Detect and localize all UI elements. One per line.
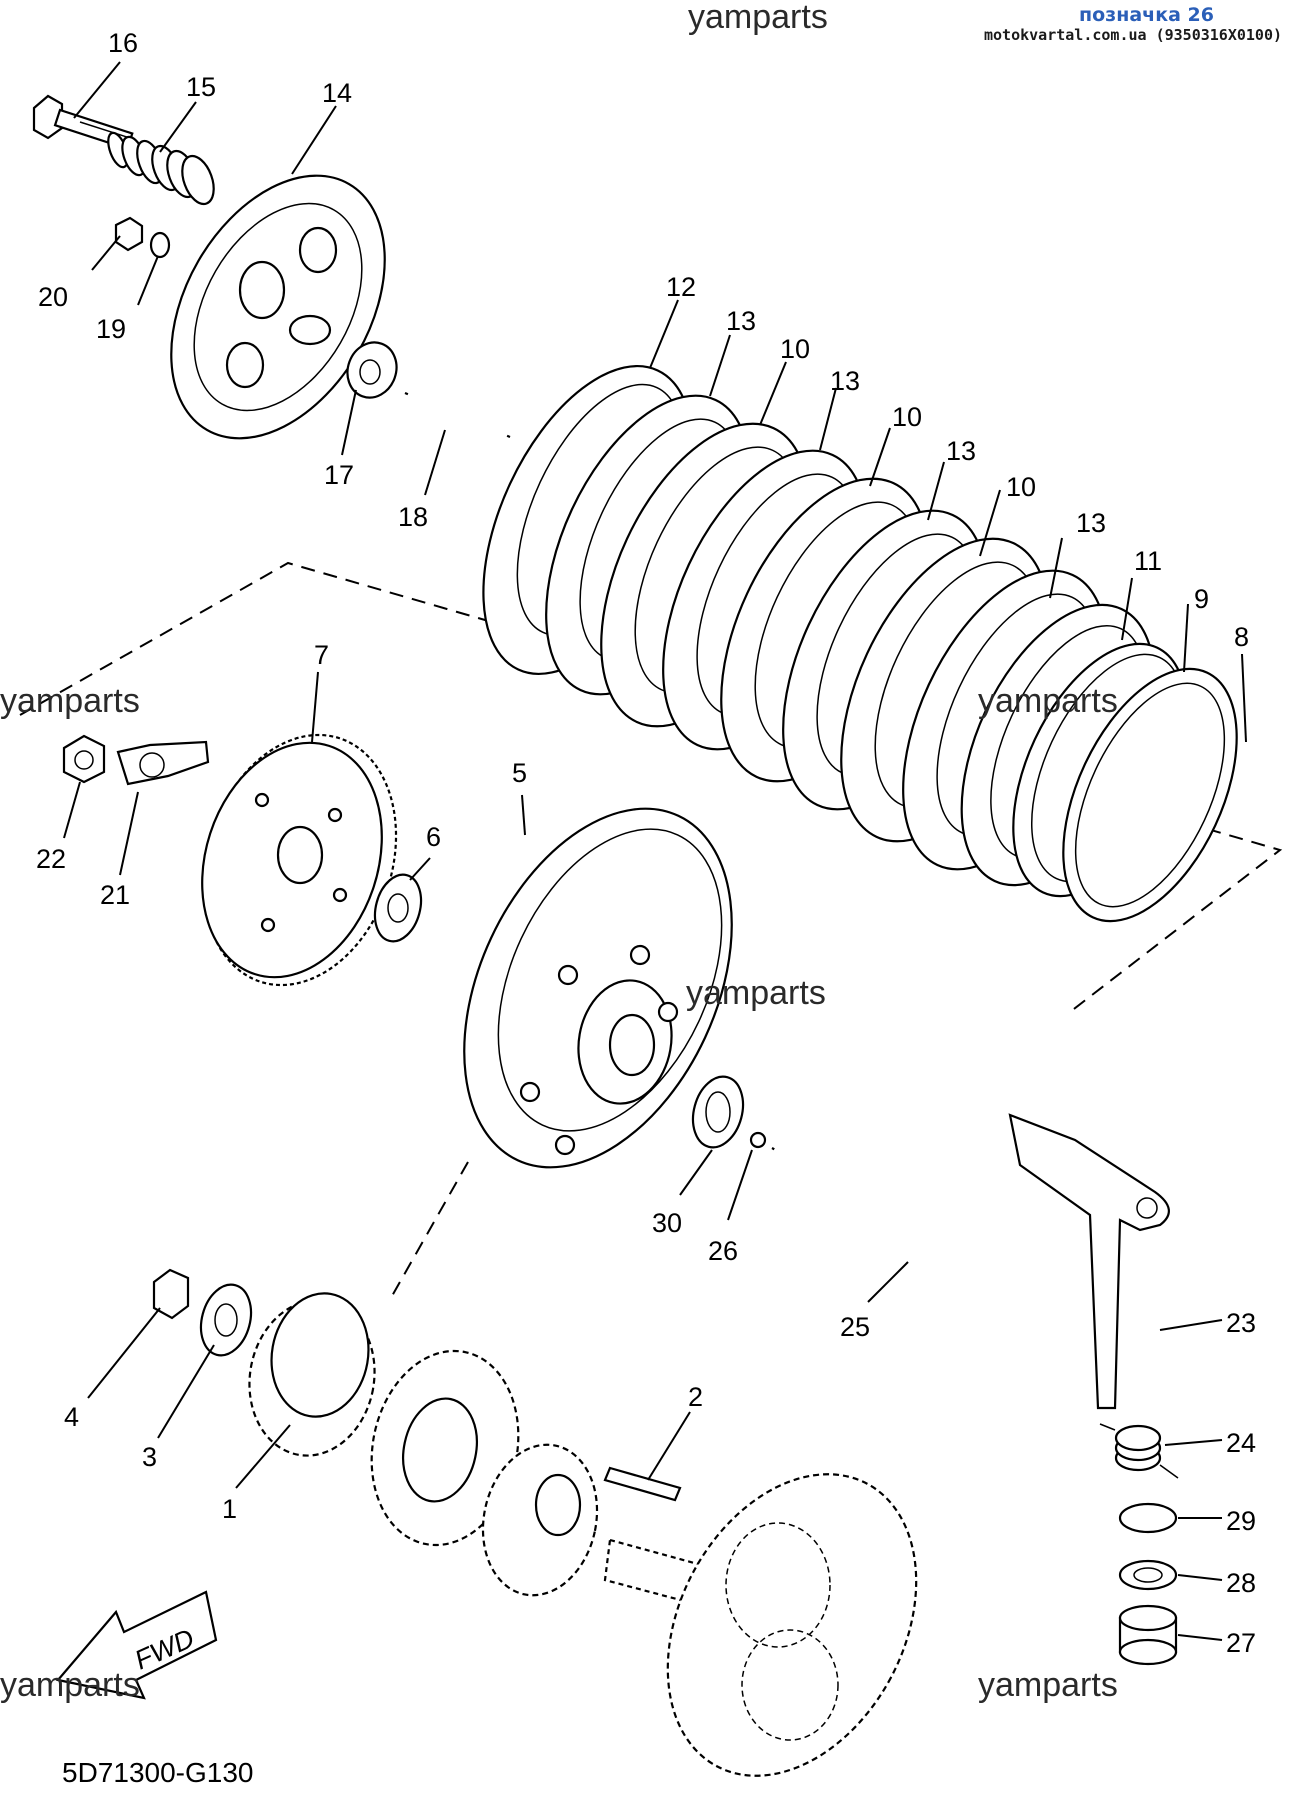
- callout-12: 12: [666, 272, 696, 302]
- clutch-plate-stack: [482, 365, 1238, 923]
- nut-part: [114, 216, 144, 252]
- shim-washer-part: [691, 1075, 745, 1149]
- assembly-axis-line: [391, 1161, 469, 1297]
- source-reference: motokvartal.com.ua (9350316X0100): [983, 26, 1282, 44]
- callout-26: 26: [708, 1236, 738, 1266]
- callout-24: 24: [1226, 1428, 1256, 1458]
- clutch-nut-part: [62, 734, 106, 784]
- callout-29: 29: [1226, 1506, 1256, 1536]
- diagram-code: 5D71300-G130: [62, 1757, 253, 1788]
- callout-5: 5: [512, 758, 527, 788]
- washer-part: [149, 231, 171, 259]
- callout-14: 14: [322, 78, 352, 108]
- primary-drive-gear-part: [248, 1292, 599, 1597]
- lock-washer-part: [116, 740, 210, 786]
- callout-11: 11: [1134, 546, 1162, 576]
- needle-bearing-part: [1118, 1604, 1178, 1666]
- callout-13: 13: [1076, 508, 1106, 538]
- thrust-washer-part: [373, 873, 423, 943]
- watermark: yamparts: [978, 682, 1118, 720]
- callout-17: 17: [324, 460, 354, 490]
- fwd-arrow-icon: [55, 1590, 218, 1700]
- callout-8: 8: [1234, 622, 1249, 652]
- watermark: yamparts: [688, 0, 828, 36]
- callout-19: 19: [96, 314, 126, 344]
- callout-22: 22: [36, 844, 66, 874]
- callout-27: 27: [1226, 1628, 1256, 1658]
- callout-1: 1: [222, 1494, 237, 1524]
- callout-10: 10: [780, 334, 810, 364]
- push-lever-shaft-part: [1008, 1113, 1170, 1410]
- long-push-rod-part: [771, 1145, 1099, 1339]
- callout-13: 13: [946, 436, 976, 466]
- callout-2: 2: [688, 1382, 703, 1412]
- assembly-dashed-outline: [19, 561, 1283, 1013]
- watermark: yamparts: [686, 974, 826, 1012]
- oil-seal-part: [1118, 1559, 1178, 1591]
- pressure-plate-part: [170, 174, 386, 440]
- watermark: yamparts: [0, 682, 140, 720]
- clutch-boss-part: [463, 807, 733, 1169]
- callout-28: 28: [1226, 1568, 1256, 1598]
- callout-23: 23: [1226, 1308, 1256, 1338]
- woodruff-key-part: [603, 1466, 682, 1502]
- callout-15: 15: [186, 72, 216, 102]
- circlip-part: [1118, 1502, 1178, 1534]
- watermark: yamparts: [0, 1666, 140, 1704]
- callout-25: 25: [840, 1312, 870, 1342]
- spring-part: [107, 131, 215, 206]
- push-rod-part: [404, 391, 511, 439]
- primary-driven-gear-part: [201, 733, 398, 987]
- callout-7: 7: [314, 640, 329, 670]
- watermark: yamparts: [978, 1666, 1118, 1704]
- callout-20: 20: [38, 282, 68, 312]
- boss-nut-part: [152, 1268, 190, 1320]
- callout-9: 9: [1194, 584, 1209, 614]
- boss-washer-part: [199, 1283, 253, 1357]
- callout-21: 21: [100, 880, 130, 910]
- callout-13: 13: [830, 366, 860, 396]
- callout-16: 16: [108, 28, 138, 58]
- callout-3: 3: [142, 1442, 157, 1472]
- callout-13: 13: [726, 306, 756, 336]
- callout-4: 4: [64, 1402, 79, 1432]
- callout-leaders: [63, 61, 1247, 1641]
- callout-18: 18: [398, 502, 428, 532]
- cap-part: [346, 341, 398, 399]
- return-spring-part: [1099, 1423, 1179, 1479]
- crankshaft-part: [603, 1473, 918, 1777]
- diagram-reference-label: позначка 26: [1079, 4, 1214, 26]
- ball-part: [749, 1131, 767, 1149]
- callout-6: 6: [426, 822, 441, 852]
- callout-10: 10: [892, 402, 922, 432]
- callout-30: 30: [652, 1208, 682, 1238]
- callout-10: 10: [1006, 472, 1036, 502]
